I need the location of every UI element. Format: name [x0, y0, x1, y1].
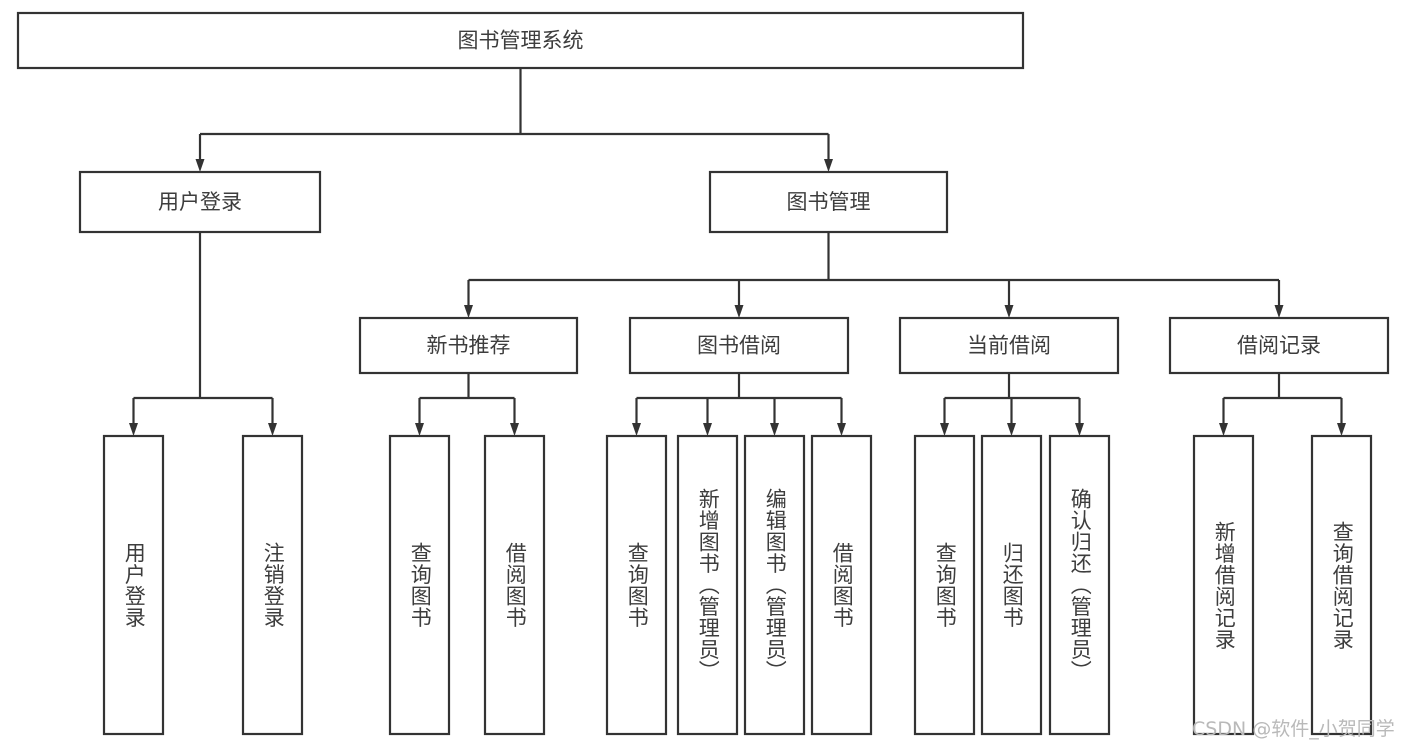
node-box-records[interactable]	[1168, 316, 1390, 375]
arrow-head	[837, 423, 846, 436]
arrow-head	[268, 423, 277, 436]
arrow-head	[703, 423, 712, 436]
node-box-root[interactable]	[16, 11, 1025, 70]
arrow-head	[510, 423, 519, 436]
arrow-head	[464, 305, 473, 318]
node-box-leaf-borrow-edit[interactable]	[743, 434, 806, 736]
node-label-current: 当前借阅	[967, 334, 1051, 358]
arrow-head	[129, 423, 138, 436]
node-label-login: 用户登录	[158, 190, 242, 214]
node-box-leaf-cur-query[interactable]	[913, 434, 976, 736]
node-label-newbook: 新书推荐	[427, 334, 511, 358]
node-box-leaf-borrow-add[interactable]	[676, 434, 739, 736]
arrow-head	[1004, 305, 1014, 318]
arrow-head	[1075, 423, 1084, 436]
arrow-head	[734, 305, 744, 318]
connector-lines	[129, 68, 1346, 436]
watermark-text: CSDN @软件_小贺同学	[1192, 718, 1395, 740]
node-label-records: 借阅记录	[1237, 334, 1321, 358]
node-label-bookmgmt: 图书管理	[787, 190, 871, 214]
node-box-leaf-rec-query[interactable]	[1310, 434, 1373, 736]
node-box-leaf-new-borrow[interactable]	[483, 434, 546, 736]
node-box-borrow[interactable]	[628, 316, 850, 375]
node-box-leaf-user-login[interactable]	[102, 434, 165, 736]
arrow-head	[1219, 423, 1228, 436]
node-box-bookmgmt[interactable]	[708, 170, 949, 234]
node-label-root: 图书管理系统	[458, 29, 584, 53]
arrow-head	[1337, 423, 1346, 436]
arrow-head	[1007, 423, 1016, 436]
node-box-leaf-new-query[interactable]	[388, 434, 451, 736]
arrow-head	[195, 159, 205, 172]
node-box-login[interactable]	[78, 170, 322, 234]
node-box-leaf-rec-add[interactable]	[1192, 434, 1255, 736]
arrow-head	[415, 423, 424, 436]
node-box-newbook[interactable]	[358, 316, 579, 375]
node-box-current[interactable]	[898, 316, 1120, 375]
arrow-head	[1274, 305, 1284, 318]
node-box-leaf-cur-confirm[interactable]	[1048, 434, 1111, 736]
node-boxes	[16, 11, 1390, 736]
node-label-borrow: 图书借阅	[697, 334, 781, 358]
node-box-leaf-borrow-lend[interactable]	[810, 434, 873, 736]
arrow-head	[824, 159, 833, 172]
arrow-head	[940, 423, 949, 436]
node-box-leaf-cur-return[interactable]	[980, 434, 1043, 736]
arrow-head	[632, 423, 641, 436]
node-box-leaf-borrow-query[interactable]	[605, 434, 668, 736]
node-box-leaf-user-logout[interactable]	[241, 434, 304, 736]
arrow-head	[770, 423, 779, 436]
